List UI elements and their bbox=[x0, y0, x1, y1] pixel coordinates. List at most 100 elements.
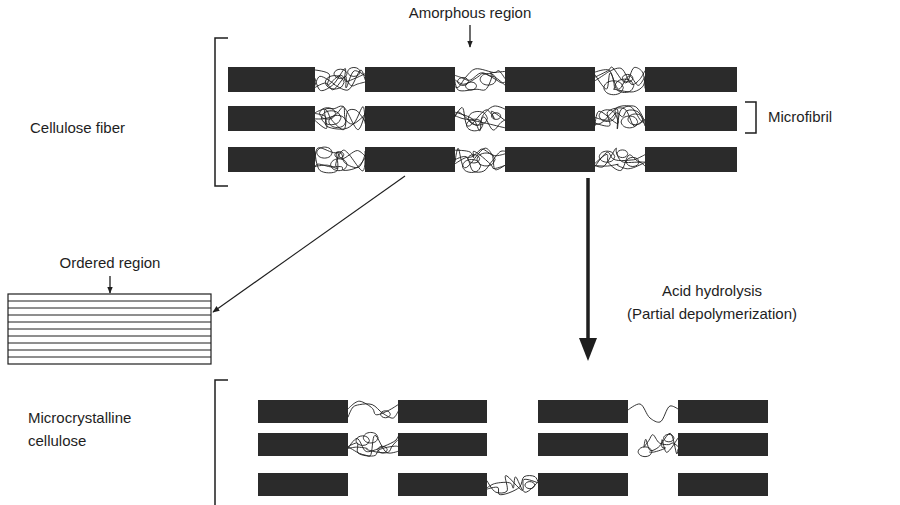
amorphous-chain bbox=[617, 150, 628, 158]
amorphous-chain bbox=[315, 68, 365, 90]
process-note: (Partial depolymerization) bbox=[627, 305, 797, 323]
chain-line bbox=[8, 315, 211, 316]
amorphous-chain bbox=[628, 404, 678, 422]
chain-line bbox=[8, 336, 211, 337]
amorphous-chain bbox=[525, 482, 535, 489]
process-label: Acid hydrolysis bbox=[662, 282, 762, 300]
part-label: Cellulose fiber bbox=[30, 119, 125, 137]
crystalline-bar bbox=[365, 67, 455, 92]
crystalline-bar bbox=[645, 106, 737, 131]
amorphous-chain bbox=[335, 152, 344, 158]
amorphous-chain bbox=[348, 67, 360, 76]
chain-line bbox=[8, 322, 211, 323]
amorphous-chain bbox=[595, 106, 645, 129]
amorphous-tangles bbox=[315, 67, 678, 495]
amorphous-chain bbox=[325, 76, 344, 89]
amorphous-chain bbox=[356, 436, 369, 446]
ordered-region-box bbox=[8, 294, 211, 364]
amorphous-chain bbox=[455, 149, 505, 164]
crystalline-bar bbox=[678, 400, 768, 423]
amorphous-chain bbox=[492, 113, 501, 120]
amorphous-chain bbox=[455, 116, 505, 128]
amorphous-chain bbox=[595, 152, 645, 166]
amorphous-chain bbox=[644, 433, 678, 454]
crystalline-bar bbox=[365, 106, 455, 131]
amorphous-chain bbox=[664, 434, 674, 441]
amorphous-chain bbox=[595, 148, 645, 167]
amorphous-chain bbox=[455, 71, 505, 90]
amorphous-chain bbox=[455, 151, 505, 172]
region-label: Amorphous region bbox=[409, 4, 532, 22]
amorphous-chain bbox=[458, 78, 469, 86]
mcc-bracket bbox=[215, 380, 228, 505]
crystalline-bar bbox=[398, 433, 487, 456]
crystalline-bar bbox=[678, 473, 768, 496]
amorphous-chain bbox=[487, 476, 538, 494]
amorphous-chain bbox=[334, 69, 347, 78]
amorphous-chain bbox=[621, 116, 638, 128]
amorphous-chain bbox=[455, 73, 505, 85]
part-label: Microcrystalline cellulose bbox=[28, 406, 131, 453]
crystalline-bar bbox=[538, 433, 628, 456]
amorphous-chain bbox=[348, 401, 398, 415]
crystalline-bar bbox=[228, 106, 315, 131]
amorphous-chain bbox=[455, 112, 505, 130]
chain-line bbox=[8, 350, 211, 351]
amorphous-chain bbox=[348, 443, 398, 456]
region-label: Ordered region bbox=[60, 254, 161, 272]
amorphous-chain bbox=[363, 432, 378, 443]
chain-line bbox=[8, 308, 211, 309]
amorphous-chain bbox=[599, 110, 615, 122]
amorphous-chain bbox=[348, 404, 398, 418]
process-arrowhead bbox=[579, 338, 597, 361]
crystalline-bar bbox=[538, 400, 628, 423]
amorphous-chain bbox=[466, 119, 482, 131]
leader-arrow bbox=[469, 25, 470, 47]
ordered-region-figure bbox=[8, 294, 211, 364]
crystalline-bar bbox=[228, 67, 315, 92]
fiber-bracket bbox=[215, 38, 228, 186]
amorphous-chain bbox=[317, 147, 332, 158]
leader-arrow bbox=[109, 276, 110, 293]
amorphous-chain bbox=[604, 81, 624, 95]
crystalline-bar bbox=[538, 473, 628, 496]
process-arrow bbox=[586, 178, 590, 342]
crystalline-bar bbox=[365, 147, 455, 172]
amorphous-chain bbox=[477, 153, 495, 166]
amorphous-chain bbox=[315, 70, 365, 90]
amorphous-chain bbox=[378, 446, 387, 453]
crystalline-bar bbox=[645, 147, 737, 172]
part-label: Microfibril bbox=[768, 108, 832, 126]
amorphous-chain bbox=[638, 447, 652, 457]
amorphous-chain bbox=[315, 71, 365, 90]
amorphous-chain bbox=[315, 150, 365, 171]
amorphous-chain bbox=[628, 114, 643, 125]
crystalline-bar bbox=[258, 473, 348, 496]
leader-arrow bbox=[213, 176, 405, 312]
amorphous-chain bbox=[595, 73, 645, 89]
amorphous-chain bbox=[329, 115, 346, 127]
amorphous-chain bbox=[455, 106, 505, 131]
amorphous-chain bbox=[315, 151, 365, 173]
microfibril-bars bbox=[228, 67, 768, 496]
amorphous-chain bbox=[315, 106, 365, 130]
amorphous-chain bbox=[595, 163, 645, 169]
amorphous-chain bbox=[466, 82, 477, 90]
amorphous-chain bbox=[480, 74, 496, 86]
crystalline-bar bbox=[398, 473, 487, 496]
amorphous-chain bbox=[463, 160, 481, 173]
crystalline-bar bbox=[645, 67, 737, 92]
amorphous-chain bbox=[315, 158, 365, 170]
crystalline-bar bbox=[228, 147, 315, 172]
amorphous-chain bbox=[626, 157, 639, 166]
crystalline-bar bbox=[258, 400, 348, 423]
amorphous-chain bbox=[595, 70, 645, 92]
chain-line bbox=[8, 343, 211, 344]
chain-line bbox=[8, 357, 211, 358]
crystalline-bar bbox=[505, 106, 595, 131]
crystalline-bar bbox=[505, 67, 595, 92]
amorphous-chain bbox=[487, 477, 538, 492]
crystalline-bar bbox=[678, 433, 768, 456]
